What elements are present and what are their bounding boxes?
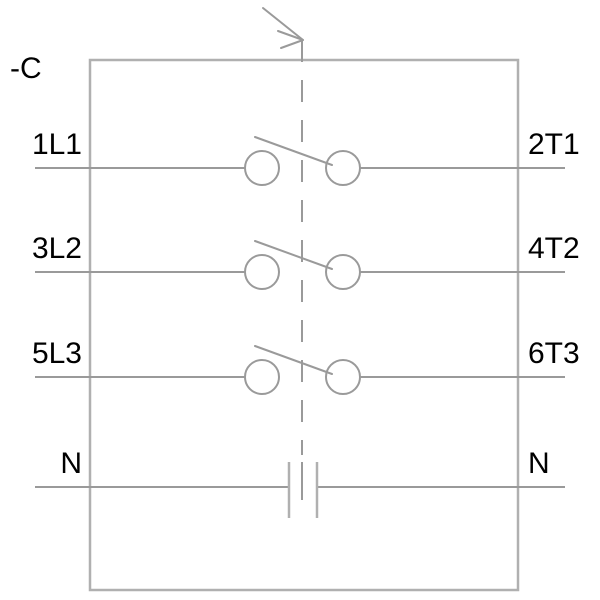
- pole-row-2: [35, 240, 565, 290]
- neutral-row: [35, 462, 565, 518]
- device-designation-label: -C: [10, 52, 42, 85]
- terminal-left-1: [244, 150, 280, 186]
- contact-blade-1: [254, 136, 333, 166]
- actuator-arrowhead-icon: [277, 30, 304, 49]
- label-left-pole-1: 1L1: [32, 128, 82, 161]
- terminal-right-1: [325, 150, 361, 186]
- label-right-pole-3: 6T3: [528, 337, 580, 370]
- terminal-left-2: [244, 254, 280, 290]
- pole-rows: [35, 136, 565, 395]
- label-left-pole-n: N: [60, 447, 82, 480]
- pole-row-1: [35, 136, 565, 186]
- label-right-pole-n: N: [528, 447, 550, 480]
- label-left-pole-2: 3L2: [32, 232, 82, 265]
- actuator-release-symbol: [262, 7, 304, 49]
- contact-blade-3: [254, 345, 333, 375]
- label-right-pole-1: 2T1: [528, 128, 580, 161]
- contact-blade-2: [254, 240, 333, 270]
- pole-row-3: [35, 345, 565, 395]
- terminal-right-2: [325, 254, 361, 290]
- label-left-pole-3: 5L3: [32, 337, 82, 370]
- device-body-outline: [88, 58, 520, 592]
- terminal-right-3: [325, 359, 361, 395]
- terminal-left-3: [244, 359, 280, 395]
- label-right-pole-2: 4T2: [528, 232, 580, 265]
- actuator-diagonal-line: [262, 7, 304, 41]
